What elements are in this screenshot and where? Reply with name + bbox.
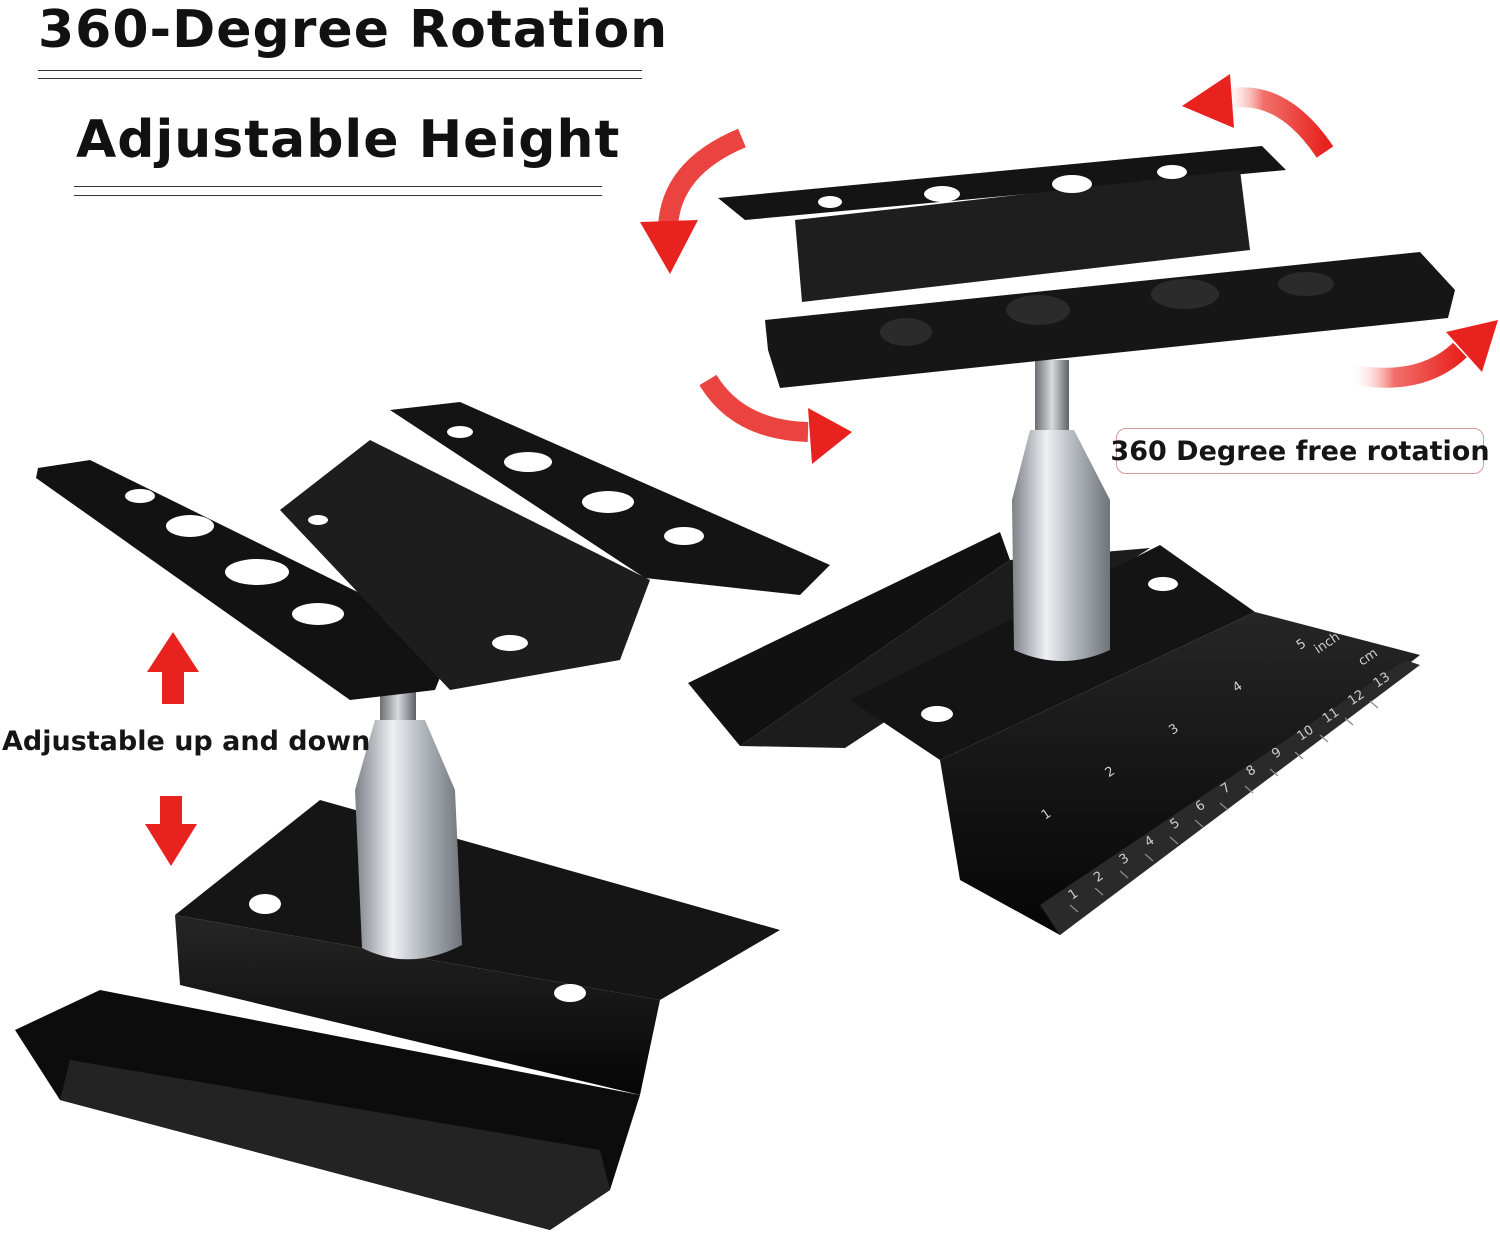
right-top-holes — [818, 165, 1334, 346]
rotation-arrow-icon — [1182, 74, 1334, 158]
right-top-plate-back — [718, 146, 1286, 220]
up-down-callout: Adjustable up and down — [2, 726, 371, 757]
left-top-holes — [125, 426, 704, 651]
right-base-front — [940, 612, 1420, 935]
left-base-hole — [554, 984, 586, 1002]
heading-rotation: 360-Degree Rotation — [38, 0, 669, 60]
right-base-ruler-strip — [1040, 660, 1420, 935]
right-base-hole — [921, 706, 953, 722]
arrow-up-icon — [147, 632, 199, 704]
left-base-front-face — [60, 1060, 610, 1230]
right-stand — [688, 146, 1455, 935]
heading-underline — [38, 78, 642, 79]
right-base-left-flange — [688, 532, 1010, 746]
left-post — [355, 720, 462, 960]
heading-underline — [74, 186, 602, 187]
left-base-hole — [249, 894, 281, 914]
left-stand — [15, 402, 830, 1230]
heading-underline — [74, 195, 602, 196]
heading-underline — [38, 70, 642, 71]
rotation-arrow-icon — [640, 128, 746, 274]
rotation-arrow-icon — [699, 374, 852, 464]
right-post — [1012, 430, 1110, 661]
right-top-channel — [795, 170, 1250, 302]
left-base-back — [175, 800, 780, 1000]
right-base-hole — [1148, 577, 1178, 591]
heading-height: Adjustable Height — [76, 110, 621, 170]
left-base-top — [175, 915, 660, 1095]
arrow-down-icon — [145, 796, 197, 866]
free-rotation-callout: 360 Degree free rotation — [1110, 428, 1490, 474]
right-ruler-ticks — [1069, 700, 1379, 913]
rotation-arrow-icon — [1348, 320, 1498, 388]
right-screw — [1035, 360, 1069, 440]
left-top-channel — [280, 440, 650, 690]
